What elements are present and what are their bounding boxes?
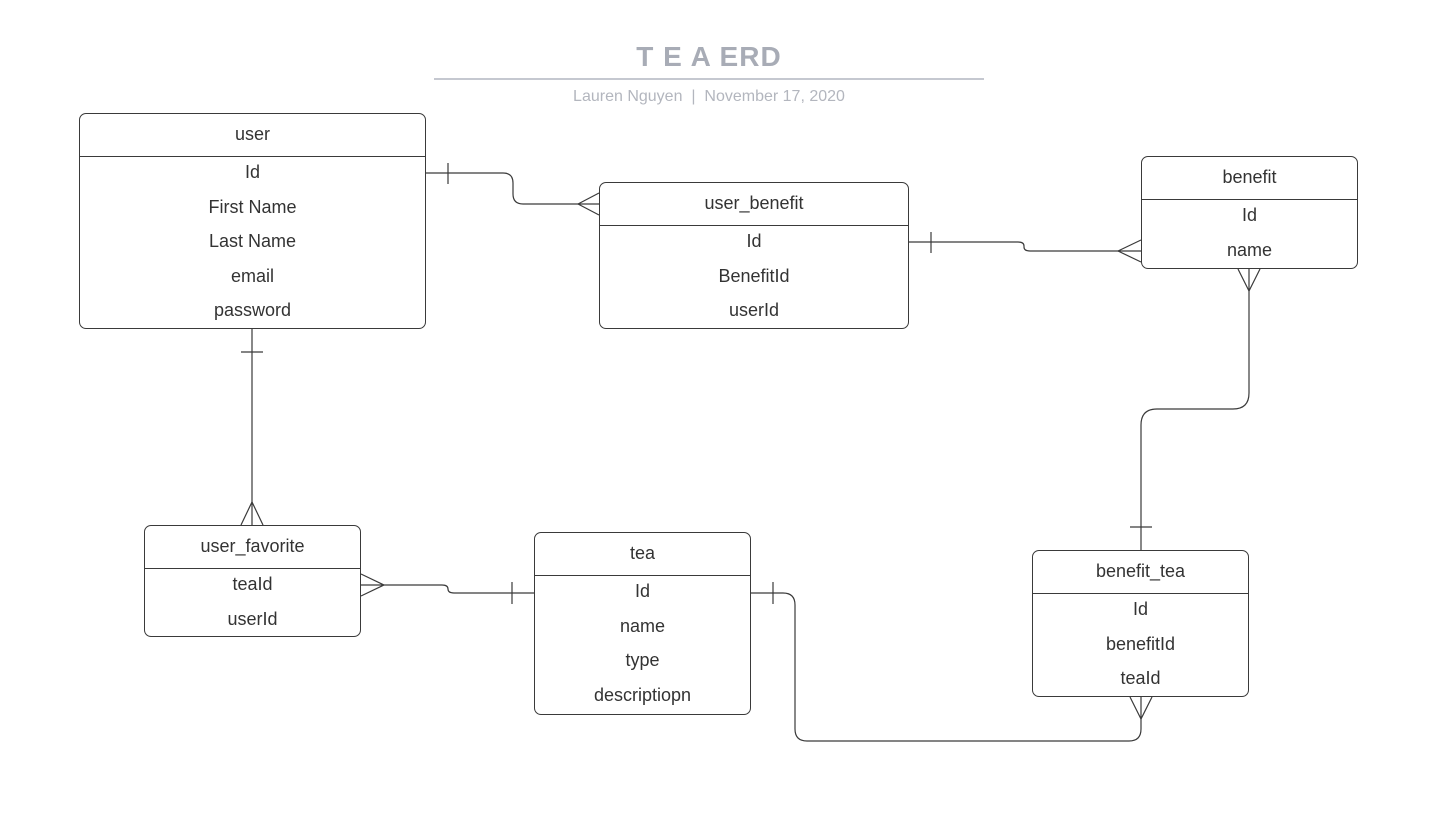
entity-field: Id: [1132, 599, 1148, 619]
entity-header: user: [80, 114, 425, 157]
diagram-title: T E A ERD: [636, 41, 782, 72]
entity-fields: Id name type descriptiopn: [535, 576, 750, 714]
relationship-user-user-favorite[interactable]: [240, 329, 264, 526]
entity-field: Id: [634, 581, 650, 601]
entity-field: Last Name: [208, 231, 297, 252]
author-name: Lauren Nguyen: [573, 88, 683, 105]
entity-field: descriptiopn: [593, 684, 692, 705]
entity-user-benefit[interactable]: user_benefit Id BenefitId userId: [599, 182, 909, 329]
entity-field: Id: [746, 231, 762, 251]
entity-field: name: [619, 615, 666, 636]
entity-fields: teaId userId: [145, 569, 360, 638]
entity-fields: Id First Name Last Name email password: [80, 157, 425, 330]
entity-fields: Id BenefitId userId: [600, 226, 908, 330]
entity-field: teaId: [1120, 668, 1161, 689]
entity-field: email: [230, 265, 274, 286]
relationship-user-benefit-benefit[interactable]: [909, 232, 1142, 263]
entity-field: First Name: [208, 196, 297, 217]
subtitle-separator: |: [691, 88, 696, 105]
entity-field: Id: [244, 162, 260, 182]
entity-field: BenefitId: [718, 265, 790, 286]
diagram-header: T E A ERD Lauren Nguyen | November 17, 2…: [434, 38, 984, 108]
entity-header: user_favorite: [145, 526, 360, 569]
entity-field: userId: [728, 300, 780, 321]
relationship-benefit-tea-benefit[interactable]: [1130, 268, 1261, 550]
title-divider: [434, 78, 984, 80]
entity-benefit[interactable]: benefit Id name: [1141, 156, 1358, 269]
entity-header: tea: [535, 533, 750, 576]
entity-field: password: [213, 300, 292, 321]
relationship-tea-user-favorite[interactable]: [360, 573, 534, 604]
entity-tea[interactable]: tea Id name type descriptiopn: [534, 532, 751, 715]
entity-field: name: [1226, 239, 1273, 260]
entity-header: user_benefit: [600, 183, 908, 226]
entity-field: type: [625, 650, 660, 671]
entity-field: Id: [1241, 205, 1257, 225]
entity-user-favorite[interactable]: user_favorite teaId userId: [144, 525, 361, 637]
relationship-user-user-benefit[interactable]: [426, 163, 600, 216]
entity-field: userId: [227, 608, 278, 629]
entity-field: benefitId: [1105, 633, 1176, 654]
diagram-subtitle: Lauren Nguyen | November 17, 2020: [434, 86, 984, 108]
relationship-tea-benefit-tea[interactable]: [751, 582, 1153, 742]
entity-field: teaId: [232, 574, 273, 594]
entity-header: benefit_tea: [1033, 551, 1248, 594]
entity-user[interactable]: user Id First Name Last Name email passw…: [79, 113, 426, 329]
entity-fields: Id benefitId teaId: [1033, 594, 1248, 698]
entity-header: benefit: [1142, 157, 1357, 200]
entity-fields: Id name: [1142, 200, 1357, 269]
diagram-date: November 17, 2020: [704, 88, 845, 105]
entity-benefit-tea[interactable]: benefit_tea Id benefitId teaId: [1032, 550, 1249, 697]
